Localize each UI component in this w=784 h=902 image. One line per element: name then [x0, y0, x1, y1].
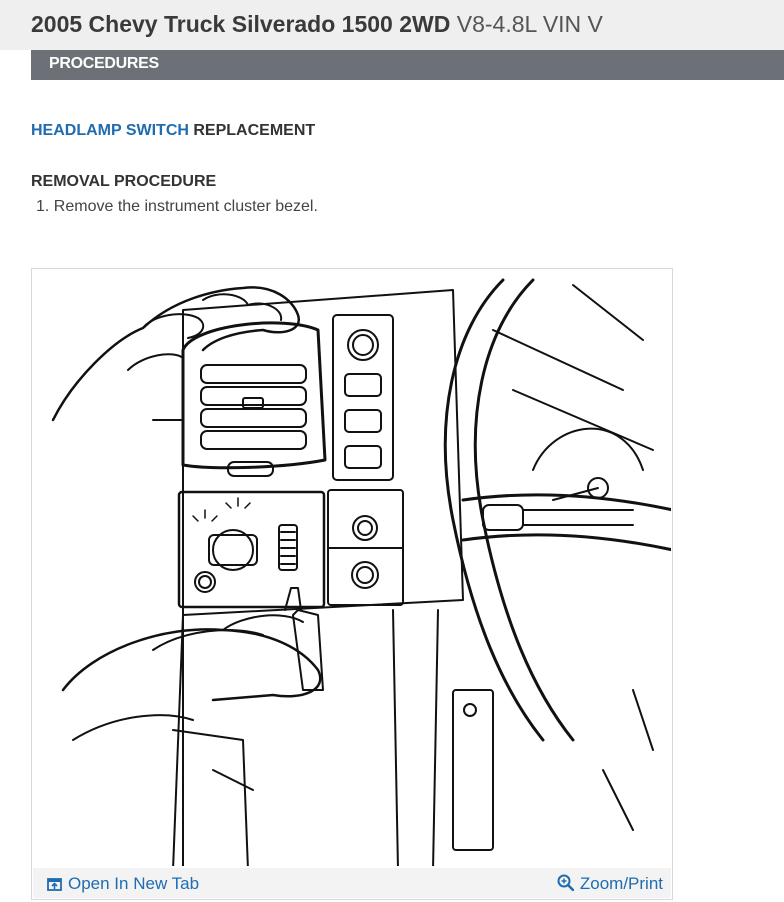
zoom-print-label: Zoom/Print: [579, 874, 663, 893]
open-in-new-tab-icon: [47, 878, 62, 891]
engine-subtitle: V8-4.8L VIN V: [456, 11, 603, 37]
headlamp-switch-illustration: [51, 278, 671, 866]
procedures-label: PROCEDURES: [49, 55, 159, 72]
zoom-print-link[interactable]: Zoom/Print: [557, 874, 663, 894]
figure-panel: Open In New Tab Zoom/Print: [31, 268, 673, 900]
removal-procedure-title: REMOVAL PROCEDURE: [31, 173, 217, 190]
vehicle-title: 2005 Chevy Truck Silverado 1500 2WD: [31, 11, 451, 37]
headlamp-switch-link[interactable]: HEADLAMP SWITCH: [31, 122, 189, 139]
heading-rest: REPLACEMENT: [188, 122, 316, 139]
procedures-bar: PROCEDURES: [31, 50, 784, 80]
step-1: 1. Remove the instrument cluster bezel.: [36, 198, 318, 215]
open-in-new-tab-label: Open In New Tab: [68, 874, 200, 893]
page-title: 2005 Chevy Truck Silverado 1500 2WD V8-4…: [31, 11, 603, 38]
open-in-new-tab-link[interactable]: Open In New Tab: [47, 874, 199, 894]
procedure-heading: HEADLAMP SWITCH REPLACEMENT: [31, 122, 315, 140]
figure-footer: Open In New Tab Zoom/Print: [33, 868, 671, 898]
magnifier-icon: [557, 874, 575, 892]
title-bar: 2005 Chevy Truck Silverado 1500 2WD V8-4…: [0, 0, 784, 50]
